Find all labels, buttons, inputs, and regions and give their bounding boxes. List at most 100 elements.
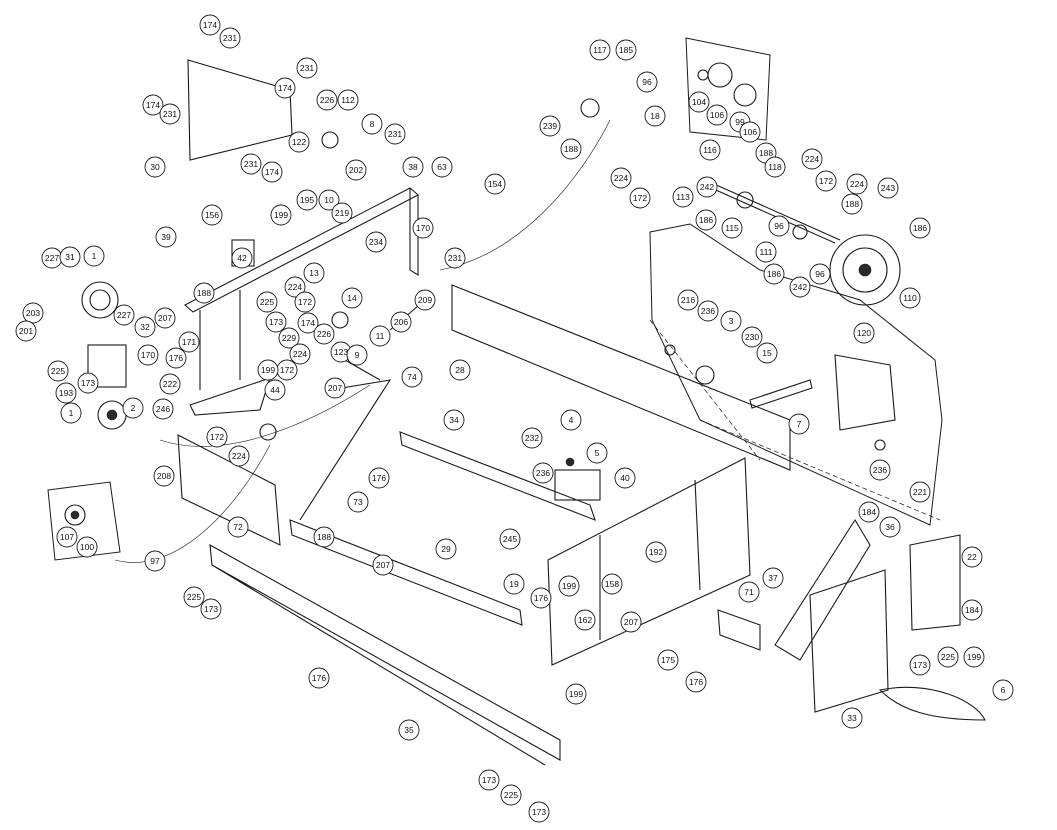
callout-label: 202	[349, 165, 363, 175]
callout-236: 236	[697, 300, 719, 322]
callout-bubble	[153, 465, 175, 487]
callout-bubble	[178, 331, 200, 353]
callout-6: 6	[992, 679, 1014, 701]
callout-label: 231	[448, 253, 462, 263]
callout-label: 221	[913, 487, 927, 497]
callout-208: 208	[153, 465, 175, 487]
callout-176: 176	[685, 671, 707, 693]
callout-label: 1	[92, 251, 97, 261]
callout-bubble	[346, 344, 368, 366]
callout-bubble	[685, 671, 707, 693]
callout-231: 231	[240, 153, 262, 175]
callout-bubble	[324, 377, 346, 399]
callout-bubble	[503, 573, 525, 595]
callout-173: 173	[200, 598, 222, 620]
callout-label: 8	[370, 119, 375, 129]
callout-label: 199	[967, 652, 981, 662]
callout-bubble	[741, 326, 763, 348]
callout-bubble	[261, 161, 283, 183]
callout-label: 195	[300, 195, 314, 205]
callout-219: 219	[331, 202, 353, 224]
callout-199: 199	[558, 575, 580, 597]
callout-bubble	[365, 231, 387, 253]
callout-label: 110	[903, 293, 917, 303]
callout-label: 34	[449, 415, 459, 425]
callout-bubble	[284, 276, 306, 298]
callout-bubble	[201, 204, 223, 226]
callout-bubble	[341, 287, 363, 309]
callout-171: 171	[178, 331, 200, 353]
callout-173: 173	[478, 769, 500, 791]
callout-bubble	[155, 226, 177, 248]
callout-9: 9	[346, 344, 368, 366]
callout-bubble	[530, 587, 552, 609]
callout-bubble	[963, 646, 985, 668]
callout-label: 203	[26, 308, 40, 318]
callout-label: 172	[280, 365, 294, 375]
callout-label: 239	[543, 121, 557, 131]
callout-bubble	[539, 115, 561, 137]
callout-42: 42	[231, 247, 253, 269]
callout-39: 39	[155, 226, 177, 248]
callout-bubble	[76, 536, 98, 558]
callout-label: 30	[150, 162, 160, 172]
callout-label: 158	[605, 579, 619, 589]
callout-bubble	[60, 402, 82, 424]
callout-bubble	[206, 426, 228, 448]
callout-label: 242	[793, 282, 807, 292]
callout-236: 236	[869, 459, 891, 481]
plate-22	[909, 534, 961, 631]
callout-bubble	[720, 310, 742, 332]
callout-label: 232	[525, 433, 539, 443]
callout-label: 216	[681, 295, 695, 305]
callout-label: 188	[564, 144, 578, 154]
callout-label: 207	[624, 617, 638, 627]
callout-label: 63	[437, 162, 447, 172]
callout-bubble	[484, 173, 506, 195]
detail-pulley	[64, 504, 86, 526]
callout-label: 201	[19, 326, 33, 336]
callout-bubble	[992, 679, 1014, 701]
callout-174: 174	[297, 312, 319, 334]
callout-156: 156	[201, 204, 223, 226]
callout-225: 225	[183, 586, 205, 608]
left-side-panel	[177, 434, 281, 546]
callout-label: 156	[205, 210, 219, 220]
callout-label: 32	[140, 322, 150, 332]
callout-label: 186	[767, 269, 781, 279]
callout-111: 111	[755, 241, 777, 263]
callout-bubble	[412, 217, 434, 239]
callout-label: 188	[197, 288, 211, 298]
callout-label: 28	[455, 365, 465, 375]
callout-label: 227	[45, 253, 59, 263]
bearings	[697, 62, 757, 107]
callout-bubble	[846, 173, 868, 195]
callout-label: 100	[80, 542, 94, 552]
pulley-large	[829, 234, 901, 306]
callout-bubble	[574, 609, 596, 631]
callout-176: 176	[530, 587, 552, 609]
callout-bubble	[444, 247, 466, 269]
callout-label: 44	[270, 385, 280, 395]
callout-186: 186	[695, 209, 717, 231]
callout-bubble	[337, 89, 359, 111]
callout-222: 222	[159, 373, 181, 395]
callout-bubble	[219, 27, 241, 49]
callout-bubble	[361, 113, 383, 135]
callout-118: 118	[764, 156, 786, 178]
callout-231: 231	[444, 247, 466, 269]
callout-172: 172	[206, 426, 228, 448]
callout-bubble	[762, 567, 784, 589]
callout-201: 201	[15, 320, 37, 342]
callout-label: 174	[265, 167, 279, 177]
callout-label: 3	[729, 316, 734, 326]
callout-label: 236	[536, 468, 550, 478]
callout-bubble	[879, 516, 901, 538]
callout-bubble	[435, 538, 457, 560]
callout-label: 11	[376, 331, 385, 341]
callout-224: 224	[228, 445, 250, 467]
callout-bubble	[706, 104, 728, 126]
callout-11: 11	[369, 325, 391, 347]
callout-label: 14	[347, 293, 357, 303]
callout-bubble	[113, 304, 135, 326]
